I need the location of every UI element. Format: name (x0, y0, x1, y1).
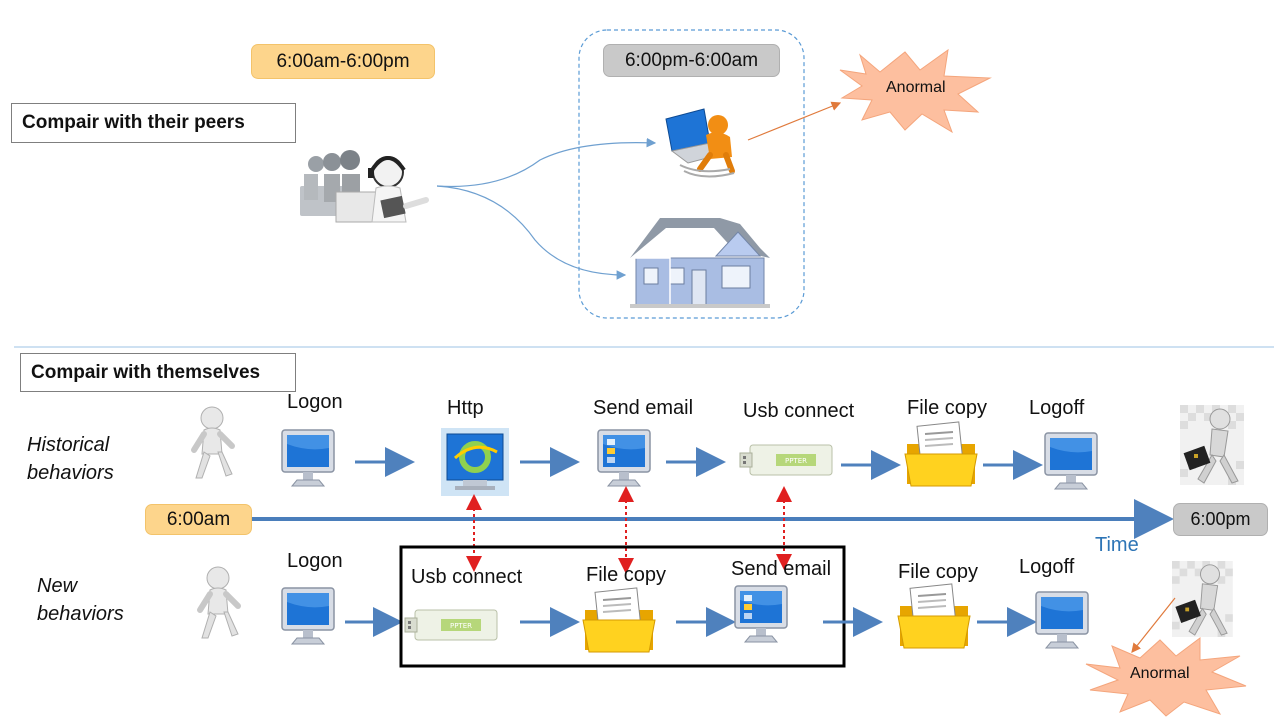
self-label: Compair with themselves (20, 353, 296, 392)
walking-person-icon (194, 407, 232, 478)
call-center-icon (296, 150, 436, 226)
end-time-badge: 6:00pm (1173, 503, 1268, 536)
monitor-icon (281, 587, 335, 645)
monitor-icon (1035, 591, 1089, 649)
step-label: Logoff (1029, 397, 1085, 419)
peer-arrow-home (436, 185, 627, 280)
usb-drive-icon (739, 444, 833, 476)
anomaly-label-bottom: Anormal (1130, 665, 1190, 682)
anomaly-highlight-box (399, 545, 846, 668)
house-icon (630, 218, 770, 308)
folder-icon (904, 420, 978, 487)
step-label: Usb connect (743, 400, 855, 422)
briefcase-person-icon (1171, 560, 1234, 638)
monitor-icon (1044, 432, 1098, 490)
night-time-badge: 6:00pm-6:00am (603, 44, 780, 77)
step-label: File copy (586, 564, 667, 586)
monitor-icon (598, 430, 650, 486)
laptop-worker-icon (665, 108, 735, 178)
new-behaviors-label: New behaviors (37, 575, 124, 625)
anomaly-burst-bottom (1085, 637, 1247, 717)
step-label: Send email (593, 397, 694, 419)
step-label: Logon (287, 391, 343, 413)
usb-drive-icon (404, 609, 498, 641)
step-label: Http (447, 397, 484, 419)
briefcase-person-icon (1179, 404, 1245, 486)
anomaly-arrow-bottom (1131, 597, 1176, 653)
browser-icon (441, 428, 509, 496)
anomaly-arrow-top (747, 101, 842, 141)
step-label: Logon (287, 550, 343, 572)
night-group-container (578, 29, 805, 319)
step-label: Usb connect (411, 566, 523, 588)
step-label: File copy (898, 561, 979, 583)
folder-icon (582, 586, 656, 653)
step-label: Logoff (1019, 556, 1075, 578)
walking-person-icon (200, 567, 238, 638)
step-label: Send email (731, 558, 832, 580)
anomaly-label-top: Anormal (886, 79, 946, 96)
day-time-badge: 6:00am-6:00pm (251, 44, 435, 79)
time-axis-label: Time (1095, 534, 1139, 556)
start-time-badge: 6:00am (145, 504, 252, 535)
anomaly-burst-top (839, 48, 992, 134)
folder-icon (897, 582, 971, 649)
historical-behaviors-label: Historical behaviors (27, 434, 114, 484)
peer-arrow-night (436, 137, 657, 188)
peers-label: Compair with their peers (11, 103, 296, 143)
monitor-icon (735, 586, 787, 642)
step-label: File copy (907, 397, 988, 419)
monitor-icon (281, 429, 335, 487)
